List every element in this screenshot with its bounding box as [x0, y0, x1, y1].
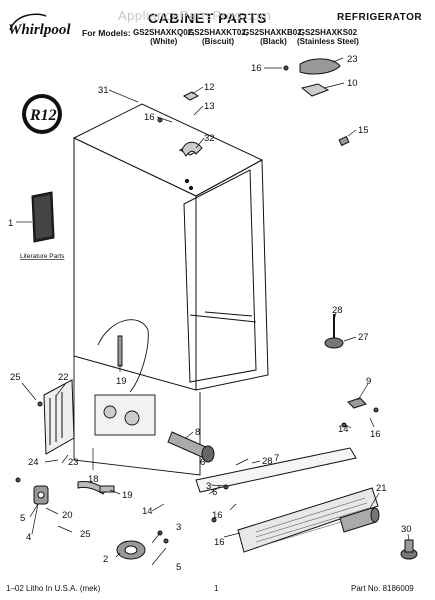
- callout-10: 10: [347, 78, 358, 89]
- callout-14: 14: [142, 506, 153, 517]
- callout-17: 16: [251, 63, 262, 74]
- side-panel: [43, 379, 75, 455]
- r12-text: R12: [29, 107, 57, 124]
- model-color: (Stainless Steel): [297, 37, 359, 46]
- footer-part-number: Part No. 8186009: [351, 584, 414, 593]
- valve-part: [33, 485, 49, 505]
- hinge-cover: [299, 58, 341, 75]
- callout-8: 8: [195, 427, 200, 438]
- brand-wordmark: Whirlpool: [8, 22, 71, 38]
- callout-17: 16: [370, 429, 381, 440]
- roller-part: [339, 507, 380, 533]
- callout-2: 2: [103, 554, 108, 565]
- base-rail: [195, 447, 357, 493]
- callout-29: 28: [262, 456, 273, 467]
- literature-booklet: Literature Parts: [20, 191, 65, 260]
- pump-assembly: [116, 540, 146, 560]
- leveler-foot: [324, 314, 344, 349]
- callout-26: 25: [80, 529, 91, 540]
- callout-5: 5: [20, 513, 25, 524]
- callout-5: 5: [176, 562, 181, 573]
- callout-6: 6: [200, 457, 205, 468]
- callout-3: 3: [176, 522, 181, 533]
- model-number: GS2SHAXKB02,: [243, 28, 304, 37]
- callout-23: 22: [58, 372, 69, 383]
- cabinet-body: [72, 103, 269, 391]
- callout-12: 12: [204, 82, 215, 93]
- callout-18: 18: [88, 474, 99, 485]
- footer-page-number: 1: [214, 584, 219, 593]
- model-number: GS2SHAXKS02: [298, 28, 358, 37]
- callout-4: 4: [26, 532, 31, 543]
- watermark: AppliancePartsPros.com: [118, 8, 271, 23]
- callout-25: 24: [28, 457, 39, 468]
- callout-31: 31: [98, 85, 109, 96]
- model-3: GS2SHAXKB02, (Black): [243, 28, 304, 46]
- model-4: GS2SHAXKS02 (Stainless Steel): [297, 28, 359, 46]
- model-color: (Black): [260, 37, 287, 46]
- callout-28: 28: [332, 305, 343, 316]
- callout-22: 21: [376, 483, 387, 494]
- callout-6: 6: [212, 487, 217, 498]
- defrost-drain-heater: [167, 431, 215, 463]
- callout-3: 3: [206, 481, 211, 492]
- screws: [15, 65, 379, 544]
- page-title: CABINET PARTS: [148, 10, 268, 26]
- callout-15: 15: [358, 125, 369, 136]
- callout-16: 16: [212, 510, 223, 521]
- whirlpool-logo: Whirlpool: [6, 10, 76, 40]
- toe-grille: [237, 487, 379, 553]
- callout-9: 9: [366, 376, 371, 387]
- model-1: GS2SHAXKQ02, (White): [133, 28, 194, 46]
- callout-20: 19: [122, 490, 133, 501]
- model-number: GS2SHAXKT02,: [188, 28, 249, 37]
- callout-13: 13: [204, 101, 215, 112]
- callout-24: 23: [68, 457, 79, 468]
- footer-print-info: 1–02 Litho In U.S.A. (mek): [6, 584, 101, 593]
- callout-17: 16: [144, 112, 155, 123]
- callout-19: 19: [116, 376, 127, 387]
- leader-lines: [16, 57, 410, 566]
- callout-21: 20: [62, 510, 73, 521]
- small-plug: [338, 135, 350, 147]
- top-hinge: [300, 83, 330, 97]
- right-bracket: [347, 397, 367, 409]
- callout-14: 14: [338, 424, 349, 435]
- callout-26: 25: [10, 372, 21, 383]
- model-color: (Biscuit): [202, 37, 235, 46]
- category-label: REFRIGERATOR: [337, 12, 423, 23]
- callout-32: 32: [204, 133, 215, 144]
- callout-7: 7: [274, 453, 279, 464]
- models-prefix: For Models:: [82, 28, 131, 38]
- model-color: (White): [150, 37, 178, 46]
- model-2: GS2SHAXKT02, (Biscuit): [188, 28, 248, 46]
- callout-16: 16: [214, 537, 225, 548]
- machine-compartment: [73, 319, 201, 476]
- leveling-knob: [400, 539, 418, 560]
- literature-label: Literature Parts: [20, 253, 65, 260]
- callouts: 31 12 13 16 32 16 23 10 15 1 19 25 22 28…: [8, 54, 412, 573]
- model-number: GS2SHAXKQ02,: [133, 28, 195, 37]
- callout-30: 30: [401, 524, 412, 535]
- callout-24: 23: [347, 54, 358, 65]
- hinge-bracket: [181, 91, 203, 157]
- r12-badge: R12: [22, 94, 62, 134]
- drain-tube: [77, 481, 115, 495]
- callout-1: 1: [8, 218, 13, 229]
- callout-27: 27: [358, 332, 369, 343]
